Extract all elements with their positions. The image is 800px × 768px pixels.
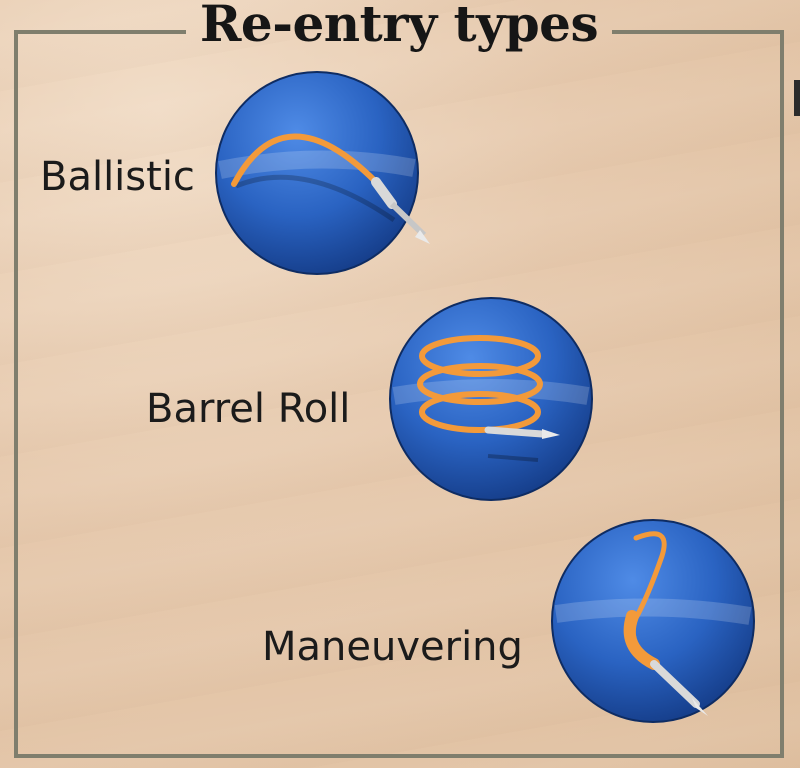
disc-maneuvering: [550, 518, 756, 724]
diagram-title: Re-entry types: [199, 0, 599, 53]
label-ballistic: Ballistic: [40, 154, 195, 200]
maneuvering-trajectory-icon: [551, 519, 755, 723]
ballistic-trajectory-icon: [215, 71, 430, 275]
frame-top-left-segment: [14, 30, 186, 34]
edge-tab: [794, 80, 800, 116]
label-barrel-roll: Barrel Roll: [146, 386, 351, 432]
frame-border: [14, 30, 784, 758]
label-maneuvering: Maneuvering: [262, 624, 523, 670]
frame-top-right-segment: [612, 30, 784, 34]
disc-barrel-roll: [388, 296, 594, 502]
disc-ballistic: [214, 70, 430, 276]
barrel-roll-trajectory-icon: [389, 297, 593, 501]
